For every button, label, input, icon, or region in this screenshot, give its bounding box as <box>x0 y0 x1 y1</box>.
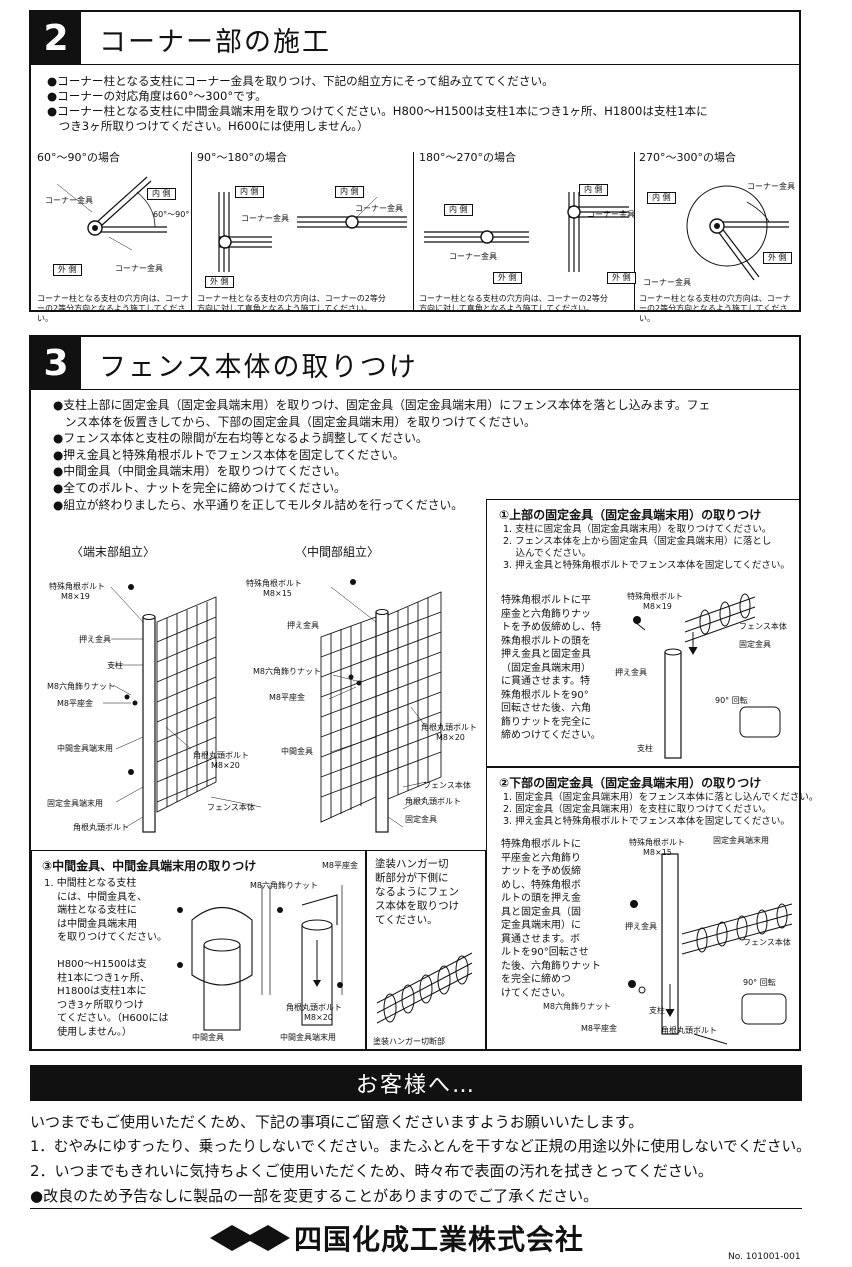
lower-fixing-drawing <box>628 853 793 1045</box>
section-2-number: 2 <box>31 12 81 64</box>
box-upper-fixing: ①上部の固定金具（固定金具端末用）の取りつけ 1. 支柱に固定金具（固定金具端末… <box>486 499 801 767</box>
bullet: ●押え金具と特殊角根ボルトでフェンス本体を固定してください。 <box>53 447 405 462</box>
bullet: ●中間金具（中間金具端末用）を取りつけてください。 <box>53 464 347 479</box>
bullet: ●フェンス本体と支柱の隙間が左右均等となるよう調整してください。 <box>53 431 428 446</box>
customer-notes: いつまでもご使用いただくため、下記の事項にご留意くださいますようお願いいたします… <box>30 1110 811 1208</box>
section-2-bullets: ●コーナー柱となる支柱にコーナー金具を取りつけ、下記の組立方にそって組み立ててく… <box>47 74 708 134</box>
company-name: 四国化成工業株式会社 <box>294 1223 585 1256</box>
bullet: ●全てのボルト、ナットを完全に締めつけてください。 <box>53 480 346 495</box>
bullet: ●支柱上部に固定金具（固定金具端末用）を取りつけ、固定金具（固定金具端末用）にフ… <box>53 398 711 412</box>
company-logo: 四国化成工業株式会社 <box>210 1218 584 1258</box>
section-3-number: 3 <box>31 337 81 389</box>
section-2-box: 2 コーナー部の施工 ●コーナー柱となる支柱にコーナー金具を取りつけ、下記の組立… <box>29 10 801 323</box>
note-line: ●改良のため予告なしに製品の一部を変更することがありますのでご了承ください。 <box>30 1186 599 1205</box>
box-lower-fixing: ②下部の固定金具（固定金具端末用）の取りつけ 1. 固定金具（固定金具端末用）を… <box>486 767 818 1051</box>
corner-diagram-60-90 <box>56 176 167 251</box>
diamond-logo-icon <box>210 1225 290 1251</box>
corner-diagram-90-180 <box>218 192 407 272</box>
fence-assembly-drawing <box>103 579 442 833</box>
hanger-drawing <box>376 952 473 1024</box>
bullet: ●コーナー柱となる支柱に中間金具端末用を取りつけてください。H800～H1500… <box>47 104 708 118</box>
section-2-title: コーナー部の施工 <box>99 27 331 58</box>
middle-fitting-drawing <box>177 885 343 1031</box>
corner-panel-60-90: 60°～90°の場合 内 側 コーナー金具 60°～90° 外 側 コーナー金具… <box>37 151 190 323</box>
corner-diagram-270-300 <box>686 185 789 281</box>
document-number: No. 101001-001 <box>728 1252 801 1262</box>
corner-diagram-180-270 <box>424 192 629 272</box>
note-line: 1．むやみにゆすったり、乗ったりしないでください。またふとんを干すなど正規の用途… <box>30 1137 811 1155</box>
box-middle-fitting: ③中間金具、中間金具端末用の取りつけ 1. 中間柱となる支柱 には、中間金具を、… <box>31 850 366 1051</box>
bullet: ●コーナー柱となる支柱にコーナー金具を取りつけ、下記の組立方にそって組み立ててく… <box>47 74 554 88</box>
panel-heading: 60°～90°の場合 <box>37 151 120 164</box>
note-line: 2．いつまでもきれいに気持ちよくご使用いただくため、時々布で表面の汚れを拭きとっ… <box>30 1162 713 1180</box>
corner-panel-180-270: 180°～270°の場合 内 側 内 側 コーナー金具 コーナー金具 外 側 外… <box>419 151 636 313</box>
bullet: ●コーナーの対応角度は60°～300°です。 <box>47 89 267 103</box>
assembly-diagram: 〈端末部組立〉 〈中間部組立〉 <box>31 527 486 842</box>
corner-panel-90-180: 90°～180°の場合 内 側 内 側 コーナー金具 コーナー金具 外 側 コー… <box>197 152 411 313</box>
bullet: つき3ヶ所取りつけてください。H600には使用しません。） <box>47 119 369 133</box>
bullet: ●組立が終わりましたら、水平通りを正してモルタル詰めを行ってください。 <box>53 497 464 512</box>
corner-panel-270-300: 270°～300°の場合 内 側 コーナー金具 外 側 コーナー金具 コーナー柱… <box>639 152 799 323</box>
upper-fixing-drawing <box>633 593 781 759</box>
customer-banner: お客様へ… <box>30 1065 802 1101</box>
box-hanger-cut: 塗装ハンガー切 断部分が下側に なるようにフェン ス本体を取りつけ てください。… <box>366 850 486 1051</box>
section-3-box: 3 フェンス本体の取りつけ ●支柱上部に固定金具（固定金具端末用）を取りつけ、固… <box>29 335 818 1051</box>
note-line: いつまでもご使用いただくため、下記の事項にご留意くださいますようお願いいたします… <box>30 1113 644 1131</box>
bullet: ンス本体を仮置きしてから、下部の固定金具（固定金具端末用）を取りつけてください。 <box>53 414 536 429</box>
section-3-title: フェンス本体の取りつけ <box>99 352 418 383</box>
section-3-bullets: ●支柱上部に固定金具（固定金具端末用）を取りつけ、固定金具（固定金具端末用）にフ… <box>53 397 710 513</box>
